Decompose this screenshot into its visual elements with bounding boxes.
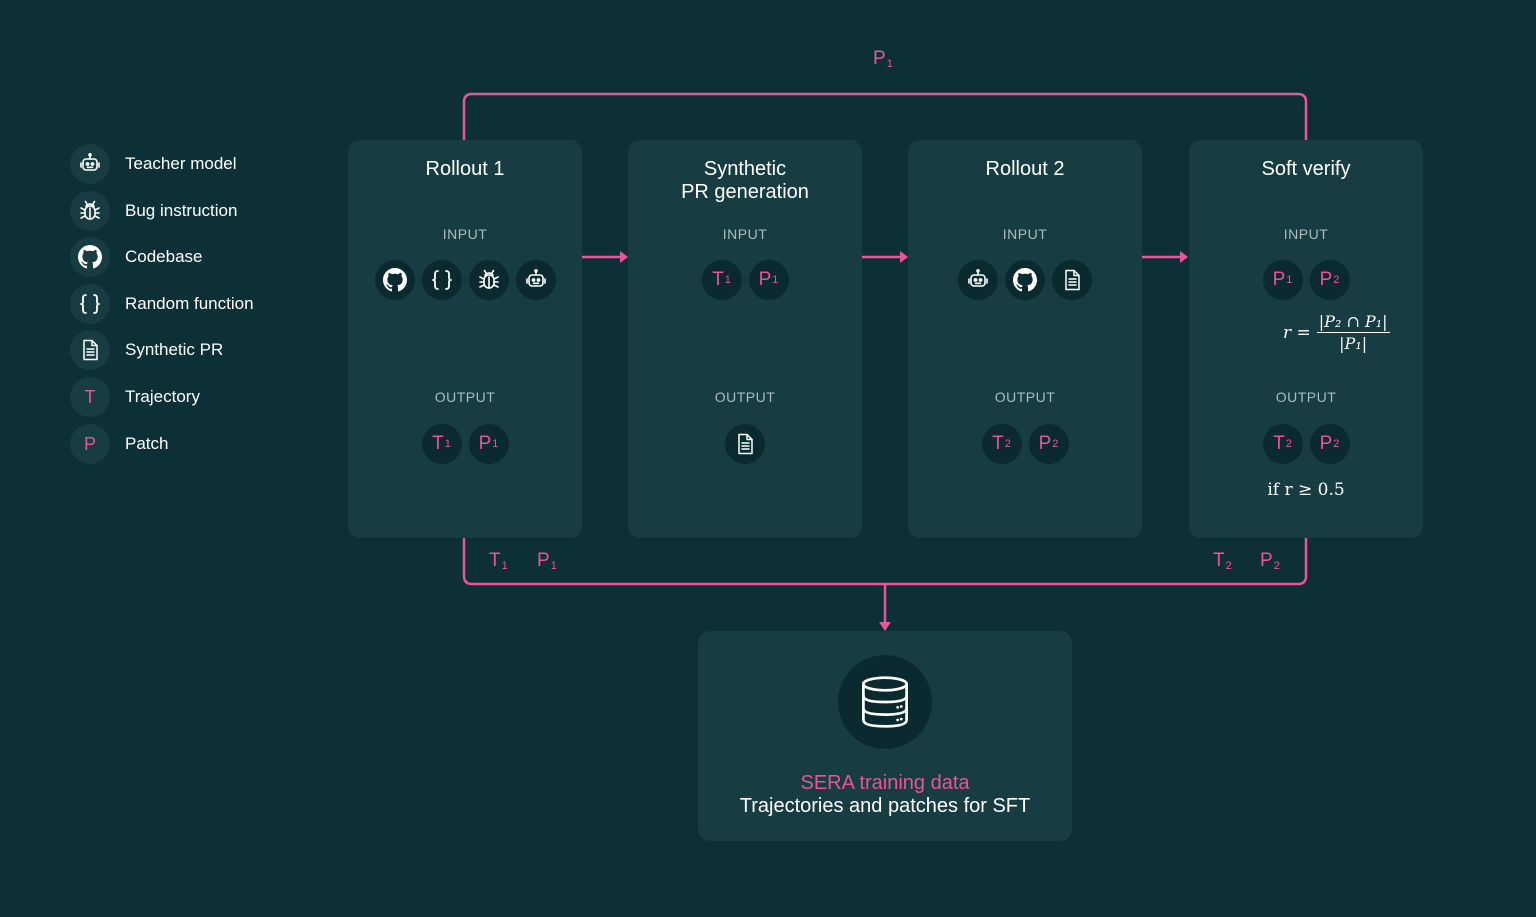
github-icon <box>70 237 110 277</box>
arrow-3-head <box>1180 251 1188 263</box>
stage-title: Rollout 2 <box>985 158 1065 180</box>
database-icon <box>838 655 932 749</box>
output-label: OUTPUT <box>434 389 496 405</box>
legend-item-random-function: Random function <box>70 284 254 324</box>
bug-icon <box>70 191 110 231</box>
output-label: OUTPUT <box>714 389 776 405</box>
formula-denominator: |P₁| <box>1339 334 1368 353</box>
input-row <box>348 260 582 300</box>
sera-training-data-box: SERA training data Trajectories and patc… <box>698 631 1072 841</box>
legend-label: Bug instruction <box>125 201 238 220</box>
legend-label: Trajectory <box>125 387 200 406</box>
destination-subtitle: Trajectories and patches for SFT <box>739 795 1031 817</box>
output-label: OUTPUT <box>994 389 1056 405</box>
formula-numerator: |P₂ ∩ P₁| <box>1316 312 1390 333</box>
input-label: INPUT <box>1002 226 1048 242</box>
github-icon <box>1005 260 1045 300</box>
braces-icon <box>421 260 462 300</box>
output-label: OUTPUT <box>1275 389 1337 405</box>
bottom-left-flow-p: P1 <box>537 550 557 572</box>
legend-item-teacher-model: Teacher model <box>70 144 237 184</box>
legend-item-trajectory: T Trajectory <box>70 377 200 417</box>
stage-title: Soft verify <box>1261 158 1351 180</box>
input-label: INPUT <box>722 226 768 242</box>
down-arrow-head <box>879 622 891 631</box>
document-icon <box>1052 260 1092 300</box>
legend-label: Teacher model <box>125 154 237 173</box>
github-icon <box>374 260 415 300</box>
document-icon <box>725 424 765 464</box>
trajectory-letter: T <box>70 377 110 417</box>
output-row <box>628 424 862 464</box>
legend-item-bug-instruction: Bug instruction <box>70 191 237 231</box>
legend-label: Random function <box>125 294 254 313</box>
arrow-1-head <box>620 251 628 263</box>
threshold-condition: if r ≥ 0.5 <box>1267 480 1345 500</box>
stage-title: Rollout 1 <box>425 158 505 180</box>
input-label: INPUT <box>1283 226 1329 242</box>
document-icon <box>70 330 110 370</box>
destination-title: SERA training data <box>800 772 970 794</box>
bottom-right-flow-p: P2 <box>1260 550 1280 572</box>
legend-label: Synthetic PR <box>125 340 224 359</box>
formula-lhs: r = <box>1283 322 1311 343</box>
robot-icon <box>515 260 556 300</box>
legend-label: Patch <box>125 434 169 453</box>
bottom-collect-line <box>462 538 1308 586</box>
formula-fraction: |P₂ ∩ P₁| |P₁| <box>1316 312 1390 353</box>
input-row <box>908 260 1142 300</box>
legend-label: Codebase <box>125 247 203 266</box>
stage-title: Synthetic PR generation <box>681 158 809 203</box>
robot-icon <box>70 144 110 184</box>
arrow-2-head <box>900 251 908 263</box>
bottom-left-flow-t: T1 <box>489 550 508 572</box>
legend-item-codebase: Codebase <box>70 237 203 277</box>
input-label: INPUT <box>442 226 488 242</box>
top-flow-label: P1 <box>873 48 893 70</box>
overlap-formula: r = |P₂ ∩ P₁| |P₁| <box>1283 312 1390 353</box>
robot-icon <box>958 260 998 300</box>
braces-icon <box>70 284 110 324</box>
top-feedback-line <box>462 92 1308 140</box>
bug-icon <box>468 260 509 300</box>
patch-letter: P <box>70 424 110 464</box>
legend-item-synthetic-pr: Synthetic PR <box>70 330 223 370</box>
legend-item-patch: P Patch <box>70 424 168 464</box>
bottom-right-flow-t: T2 <box>1213 550 1232 572</box>
